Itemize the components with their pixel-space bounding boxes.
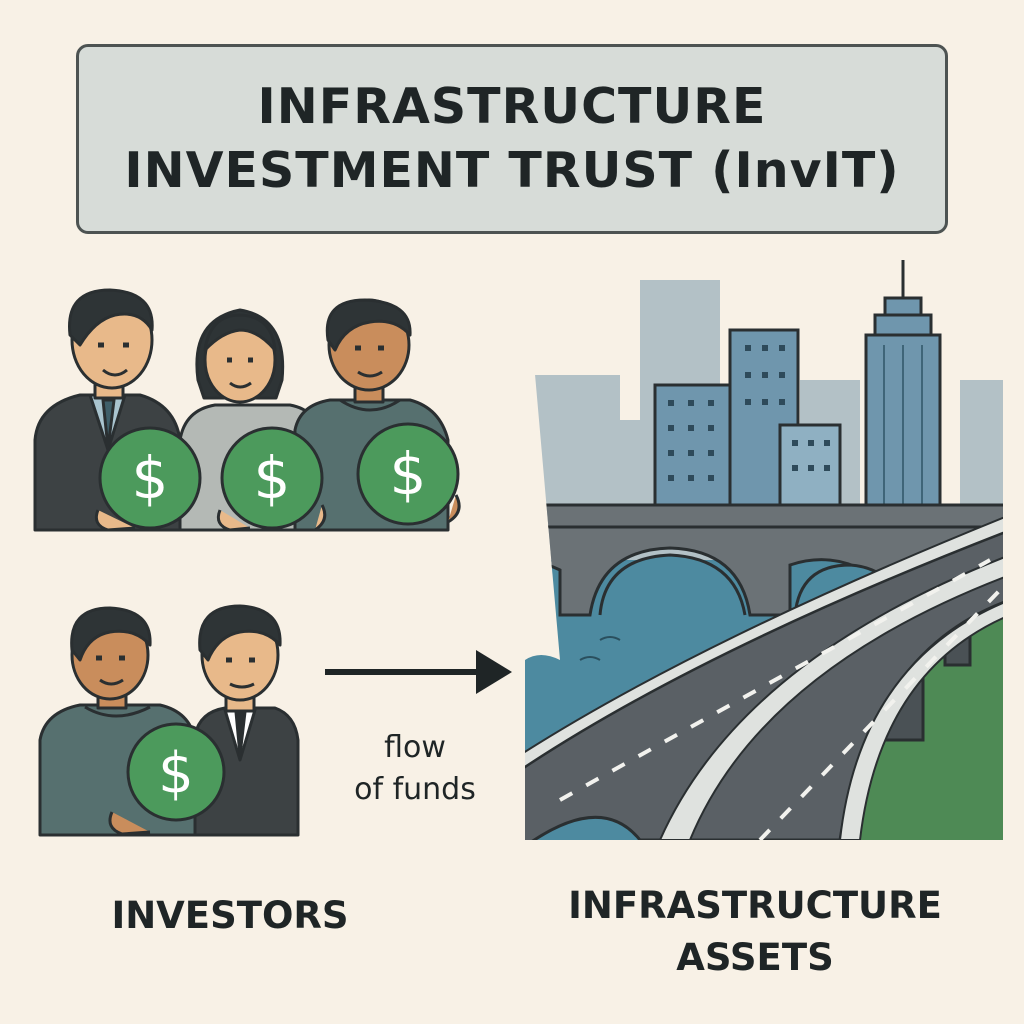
- assets-label-line-1: INFRASTRUCTURE: [568, 884, 942, 927]
- investors-label: INVESTORS: [111, 894, 349, 937]
- flow-label-line-1: flow: [384, 730, 446, 765]
- infrastructure-scene: [525, 260, 1003, 840]
- investor-group-bottom: [38, 604, 300, 837]
- arrow-right-icon: [325, 650, 512, 694]
- flow-label: flow of funds: [320, 727, 510, 811]
- person-icon: [193, 604, 300, 837]
- highway-icon: [525, 513, 1003, 840]
- coin-symbol: $: [254, 444, 291, 512]
- dollar-coin-icon: [108, 722, 226, 836]
- coin-symbol: $: [158, 741, 194, 806]
- title-box: INFRASTRUCTURE INVESTMENT TRUST (InvIT): [76, 44, 948, 234]
- skyscraper-icon: [864, 260, 942, 517]
- flow-label-line-2: of funds: [354, 772, 476, 807]
- dollar-coin-icon: [94, 426, 202, 532]
- coin-symbol: $: [132, 444, 169, 512]
- coin-symbol: $: [390, 440, 427, 508]
- title-line-1: INFRASTRUCTURE: [257, 78, 767, 135]
- dollar-coin-icon: [356, 422, 461, 526]
- infrastructure-assets-label: INFRASTRUCTURE ASSETS: [510, 880, 1000, 984]
- title-line-2: INVESTMENT TRUST (InvIT): [124, 142, 900, 199]
- assets-label-line-2: ASSETS: [676, 936, 834, 979]
- dollar-coin-icon: [216, 426, 327, 532]
- investor-group-top: [33, 288, 461, 532]
